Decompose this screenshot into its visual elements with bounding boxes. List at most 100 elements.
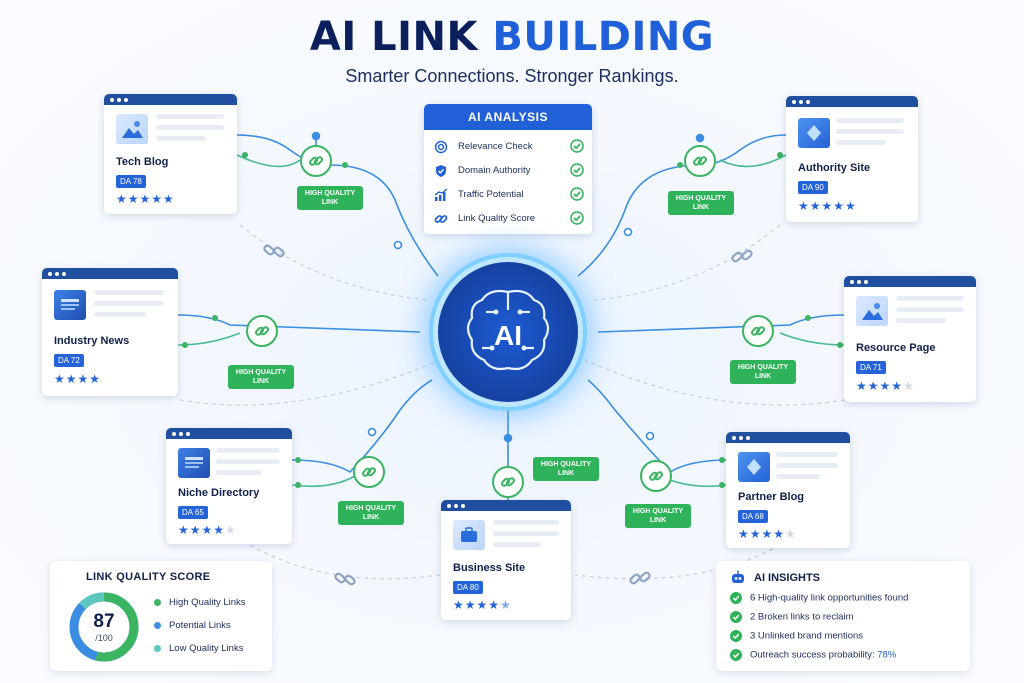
check-icon (730, 611, 742, 623)
site-name: Tech Blog (116, 156, 169, 168)
rating-stars: ★★★★★ (738, 527, 797, 541)
broken-link-icon (334, 572, 356, 586)
domain-authority-badge: DA 78 (116, 175, 146, 188)
link-icon (648, 471, 664, 481)
news-icon (54, 290, 86, 320)
target-icon (434, 140, 448, 154)
domain-authority-badge: DA 90 (798, 181, 828, 194)
analysis-item: Traffic Potential (434, 186, 584, 204)
rating-stars: ★★★★★ (178, 523, 237, 537)
site-name: Resource Page (856, 342, 936, 354)
site-card-niche-directory[interactable]: Niche Directory DA 65 ★★★★★ (166, 428, 292, 544)
link-quality-score-title: LINK QUALITY SCORE (86, 571, 211, 583)
ai-hub: AI (438, 262, 578, 402)
link-icon (361, 467, 377, 477)
legend-low-quality: Low Quality Links (154, 643, 243, 654)
diamond-icon (738, 452, 770, 482)
domain-authority-badge: DA 65 (178, 506, 208, 519)
page-title: AI LINK BUILDING (309, 14, 715, 60)
high-quality-link-label: HIGH QUALITY LINK (533, 457, 599, 481)
rating-stars: ★★★★★ (116, 192, 175, 206)
score-donut: 87 /100 (68, 591, 140, 663)
page-subtitle: Smarter Connections. Stronger Rankings. (345, 66, 679, 86)
check-icon (730, 649, 742, 661)
site-card-authority-site[interactable]: Authority Site DA 90 ★★★★★ (786, 96, 918, 222)
link-node (640, 460, 672, 492)
broken-link-icon (263, 244, 285, 258)
analysis-item: Link Quality Score (434, 210, 584, 228)
link-node (353, 456, 385, 488)
diamond-icon (798, 118, 830, 148)
ai-analysis-panel: AI ANALYSIS Relevance Check Domain Autho… (424, 104, 592, 234)
domain-authority-badge: DA 68 (738, 510, 768, 523)
check-icon (730, 630, 742, 642)
shield-icon (436, 165, 446, 177)
link-icon (254, 326, 270, 336)
link-icon (692, 156, 708, 166)
site-name: Authority Site (798, 162, 871, 174)
domain-authority-badge: DA 72 (54, 354, 84, 367)
news-icon (178, 448, 210, 478)
check-icon (570, 163, 584, 177)
link-icon (434, 215, 448, 223)
trend-chart-icon (434, 188, 448, 201)
analysis-item: Domain Authority (434, 162, 584, 180)
site-card-business-site[interactable]: Business Site DA 80 ★★★★★ (441, 500, 571, 620)
check-icon (570, 211, 584, 225)
link-icon (308, 156, 324, 166)
high-quality-link-label: HIGH QUALITY LINK (730, 360, 796, 384)
site-name: Industry News (54, 335, 130, 347)
analysis-item: Relevance Check (434, 138, 584, 156)
brain-circuit-icon (466, 289, 550, 371)
link-node (300, 145, 332, 177)
site-name: Business Site (453, 562, 526, 574)
ai-insights-panel: AI INSIGHTS 6 High-quality link opportun… (716, 561, 970, 671)
link-node (742, 315, 774, 347)
score-value: 87 (93, 611, 115, 632)
insight-item: 3 Unlinked brand mentions (730, 630, 863, 642)
high-quality-link-label: HIGH QUALITY LINK (297, 186, 363, 210)
insight-item: 2 Broken links to reclaim (730, 611, 853, 623)
score-max: /100 (95, 633, 113, 643)
image-icon (116, 114, 148, 144)
insight-item: Outreach success probability: 78% (730, 649, 896, 661)
link-icon (500, 477, 516, 487)
site-card-industry-news[interactable]: Industry News DA 72 ★★★★ (42, 268, 178, 396)
rating-stars: ★★★★★ (856, 379, 915, 393)
site-card-partner-blog[interactable]: Partner Blog DA 68 ★★★★★ (726, 432, 850, 548)
ai-insights-title: AI INSIGHTS (754, 572, 821, 584)
legend-potential: Potential Links (154, 620, 231, 631)
check-icon (570, 187, 584, 201)
link-quality-score-panel: LINK QUALITY SCORE 87 /100 High Quality … (50, 561, 272, 671)
briefcase-icon (453, 520, 485, 550)
image-icon (856, 296, 888, 326)
high-quality-link-label: HIGH QUALITY LINK (668, 191, 734, 215)
check-icon (570, 139, 584, 153)
rating-stars: ★★★★★ (453, 598, 512, 612)
link-icon (750, 326, 766, 336)
ai-analysis-title: AI ANALYSIS (424, 104, 592, 130)
site-name: Partner Blog (738, 491, 805, 503)
domain-authority-badge: DA 71 (856, 361, 886, 374)
site-card-resource-page[interactable]: Resource Page DA 71 ★★★★★ (844, 276, 976, 402)
link-node (492, 466, 524, 498)
rating-stars: ★★★★★ (798, 199, 857, 213)
hub-label: AI (494, 320, 522, 351)
high-quality-link-label: HIGH QUALITY LINK (338, 501, 404, 525)
broken-link-icon (731, 249, 753, 263)
insight-item: 6 High-quality link opportunities found (730, 592, 908, 604)
rating-stars: ★★★★ (54, 372, 102, 386)
robot-icon (732, 570, 744, 583)
high-quality-link-label: HIGH QUALITY LINK (625, 504, 691, 528)
broken-link-icon (629, 571, 651, 585)
check-icon (730, 592, 742, 604)
domain-authority-badge: DA 80 (453, 581, 483, 594)
link-node (684, 145, 716, 177)
site-card-tech-blog[interactable]: Tech Blog DA 78 ★★★★★ (104, 94, 237, 214)
high-quality-link-label: HIGH QUALITY LINK (228, 365, 294, 389)
link-node (246, 315, 278, 347)
outreach-probability: 78% (877, 649, 897, 661)
legend-high-quality: High Quality Links (154, 597, 246, 608)
site-name: Niche Directory (178, 487, 260, 499)
